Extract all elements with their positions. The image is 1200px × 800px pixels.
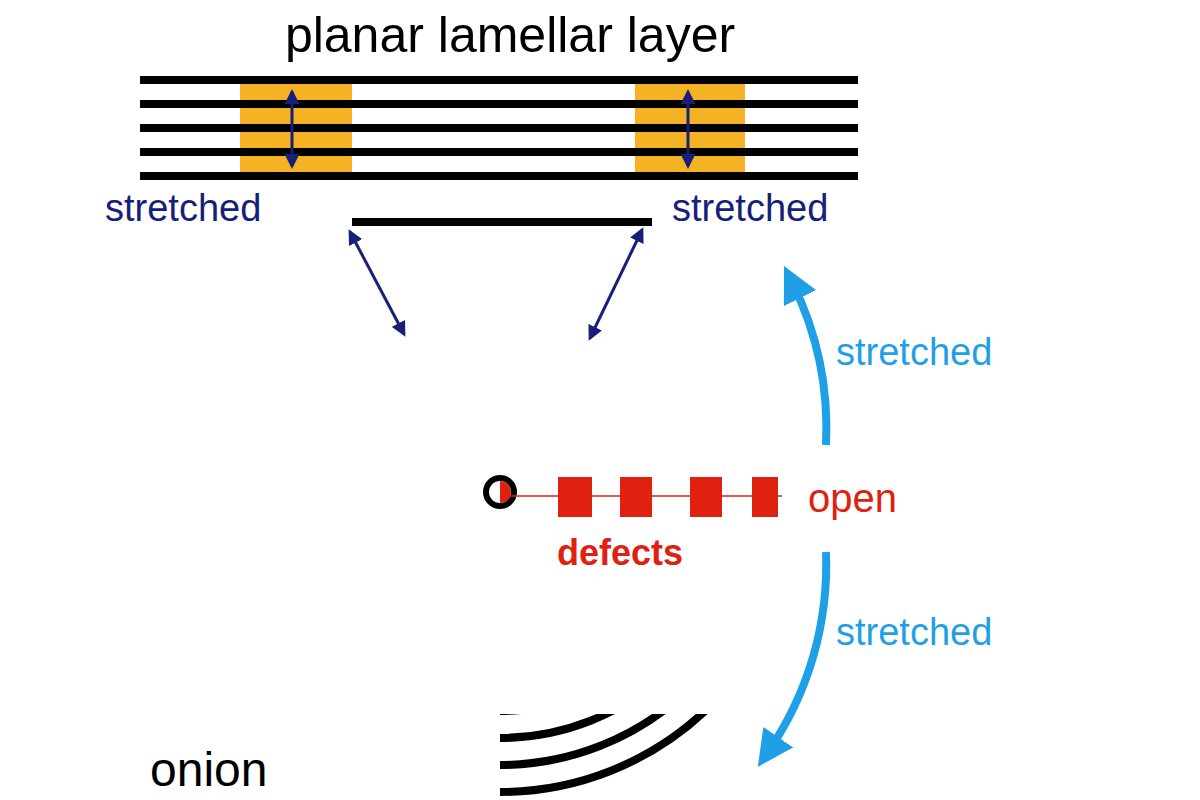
stretch-label: stretched bbox=[836, 612, 992, 654]
layer-title: planar lamellar layer bbox=[285, 8, 735, 63]
lamella-ring bbox=[500, 714, 800, 792]
onion-label: onion bbox=[150, 744, 267, 797]
stretch-label: stretched bbox=[105, 188, 261, 230]
stretch-curve-arrow bbox=[768, 552, 826, 752]
stretch-label: stretched bbox=[836, 332, 992, 374]
lamella-lines bbox=[140, 80, 858, 176]
open-label: open bbox=[808, 476, 897, 520]
onion-flat-top bbox=[352, 218, 652, 226]
stretch-arrow bbox=[590, 230, 642, 338]
defect-marks bbox=[500, 477, 782, 517]
stretch-arrow bbox=[291, 92, 294, 166]
onion-rings bbox=[500, 714, 800, 792]
onion-core bbox=[486, 478, 514, 506]
defects-label: defects bbox=[553, 533, 687, 573]
planar-layer bbox=[140, 80, 858, 176]
lamella-ring bbox=[500, 714, 746, 738]
stretch-label: stretched bbox=[672, 188, 828, 230]
lamella-ring bbox=[500, 714, 773, 765]
stretch-curve-arrow bbox=[792, 282, 826, 445]
stretch-arrow bbox=[350, 232, 404, 334]
stretch-arrow bbox=[687, 92, 690, 166]
